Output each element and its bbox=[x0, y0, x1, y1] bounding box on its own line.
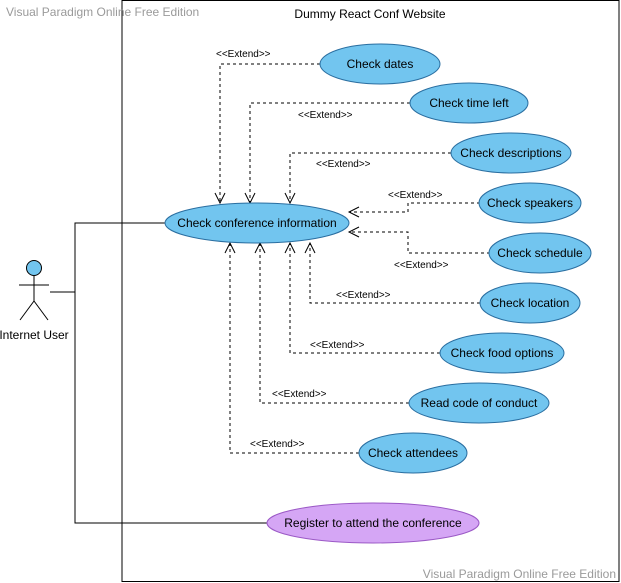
extend-label-speakers: <<Extend>> bbox=[388, 190, 443, 201]
usecase-check-conference-information[interactable]: Check conference information bbox=[164, 202, 350, 244]
extend-label-schedule: <<Extend>> bbox=[394, 260, 449, 271]
usecase-register-to-attend[interactable]: Register to attend the conference bbox=[266, 502, 480, 544]
svg-text:Read code of conduct: Read code of conduct bbox=[421, 396, 538, 410]
watermark-top: Visual Paradigm Online Free Edition bbox=[6, 5, 199, 19]
extend-descriptions: <<Extend>> bbox=[284, 152, 451, 205]
system-title: Dummy React Conf Website bbox=[294, 7, 445, 21]
usecase-check-food-options[interactable]: Check food options bbox=[439, 332, 565, 374]
association-register bbox=[50, 291, 268, 524]
actor-internet-user[interactable]: Internet User bbox=[0, 260, 69, 343]
svg-text:Check conference information: Check conference information bbox=[177, 216, 336, 230]
usecase-read-code-of-conduct[interactable]: Read code of conduct bbox=[408, 382, 550, 424]
svg-text:Check speakers: Check speakers bbox=[487, 196, 573, 210]
watermark-bottom: Visual Paradigm Online Free Edition bbox=[423, 567, 616, 581]
usecase-check-attendees[interactable]: Check attendees bbox=[358, 432, 468, 474]
actor-label: Internet User bbox=[0, 328, 69, 342]
extend-speakers: <<Extend>> bbox=[347, 190, 480, 218]
svg-text:Check dates: Check dates bbox=[347, 57, 414, 71]
svg-text:Check food options: Check food options bbox=[451, 346, 554, 360]
extend-label-conduct: <<Extend>> bbox=[272, 389, 327, 400]
extend-label-attendees: <<Extend>> bbox=[250, 439, 305, 450]
svg-text:Register to attend the confere: Register to attend the conference bbox=[284, 516, 462, 530]
usecase-check-speakers[interactable]: Check speakers bbox=[478, 182, 582, 224]
svg-text:Check descriptions: Check descriptions bbox=[460, 146, 561, 160]
extend-schedule: <<Extend>> bbox=[347, 226, 490, 271]
extend-label-location: <<Extend>> bbox=[336, 290, 391, 301]
extend-food: <<Extend>> bbox=[284, 241, 440, 354]
usecase-check-dates[interactable]: Check dates bbox=[319, 43, 441, 85]
usecase-check-descriptions[interactable]: Check descriptions bbox=[450, 132, 572, 174]
usecase-check-time-left[interactable]: Check time left bbox=[409, 82, 529, 124]
extend-label-dates: <<Extend>> bbox=[216, 49, 271, 60]
extend-label-descriptions: <<Extend>> bbox=[316, 159, 371, 170]
extend-location: <<Extend>> bbox=[304, 241, 480, 304]
extend-attendees: <<Extend>> bbox=[224, 241, 359, 454]
svg-text:Check attendees: Check attendees bbox=[368, 446, 458, 460]
actor-head bbox=[26, 260, 42, 276]
usecase-check-location[interactable]: Check location bbox=[479, 282, 581, 324]
usecase-check-schedule[interactable]: Check schedule bbox=[488, 232, 592, 274]
svg-text:Check time left: Check time left bbox=[429, 96, 509, 110]
extend-label-food: <<Extend>> bbox=[310, 340, 365, 351]
extend-dates: <<Extend>> bbox=[214, 49, 320, 205]
extend-label-time-left: <<Extend>> bbox=[298, 110, 353, 121]
svg-text:Check location: Check location bbox=[491, 296, 570, 310]
svg-text:Check schedule: Check schedule bbox=[497, 246, 583, 260]
